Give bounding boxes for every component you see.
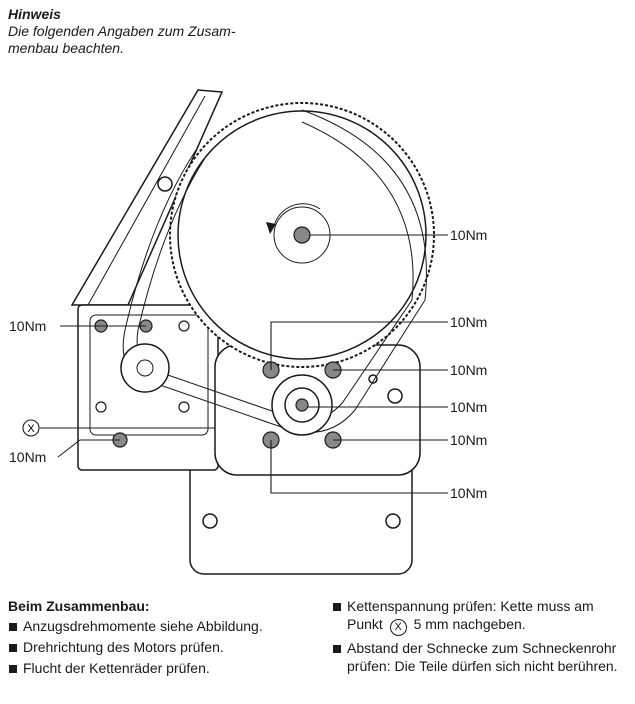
note-text-line1: Die folgenden Angaben zum Zusam- [8,23,236,39]
torque-label-bracket-top: 10Nm [9,318,46,334]
housing-hole [387,388,403,404]
note-title: Hinweis [8,6,61,22]
point-x-symbol: X [389,619,407,636]
gearbox-gear-bolt [295,398,309,412]
chain-tension-text: Kettenspannung prüfen: Kette muss am Pun… [347,598,594,632]
torque-label-gearbox-bottom-left: 10Nm [450,485,487,501]
bracket-hole-lower-right [178,401,190,413]
torque-label-gearbox-bottom-right: 10Nm [450,432,487,448]
plate-hole-left [202,513,218,529]
assembly-drawing: 10Nm 10Nm 10Nm 10Nm 10Nm 10Nm 10Nm 10Nm … [9,89,487,575]
assembly-instructions-right: Kettenspannung prüfen: Kette muss am Pun… [332,597,632,678]
torque-label-gearbox-center: 10Nm [450,399,487,415]
leader-lines [40,234,448,494]
housing-small-hole [368,374,378,384]
list-item: Flucht der Kettenräder prüfen. [8,659,308,677]
point-x-label: X [27,423,35,435]
torque-label-gearbox-top-left: 10Nm [450,314,487,330]
bracket-recess [89,314,209,436]
motor-sprocket-hub [136,359,154,377]
instructions-heading: Beim Zusammenbau: [8,598,150,614]
rotation-arrowhead-icon [266,222,276,234]
list-item-chain-tension: Kettenspannung prüfen: Kette muss am Pun… [332,597,632,636]
torque-label-gearbox-top-right: 10Nm [450,362,487,378]
note-text-line2: menbau beachten. [8,40,124,56]
bracket-hole-upper-right [178,320,190,332]
list-item-worm-distance: Abstand der Schnecke zum Schneckenrohr p… [332,639,632,675]
large-sprocket-bolt [293,226,311,244]
motor-sprocket [120,343,170,393]
torque-label-bracket-bottom: 10Nm [9,449,46,465]
chain-tension-text-end: 5 mm nachgeben. [413,616,526,632]
torque-label-large-sprocket: 10Nm [450,227,487,243]
note-block: Hinweis Die folgenden Angaben zum Zusam-… [8,6,236,57]
rotation-arrow-icon [273,203,321,227]
assembly-instructions-left: Beim Zusammenbau: Anzugsdrehmomente sieh… [8,597,308,680]
point-x-marker [22,419,40,437]
plate-hole-right [385,513,401,529]
bracket-hole-lower-left [95,401,107,413]
arm-hole [157,176,173,192]
list-item: Anzugsdrehmomente siehe Abbildung. [8,617,308,635]
list-item: Drehrichtung des Motors prüfen. [8,638,308,656]
arm-edge [87,95,206,306]
